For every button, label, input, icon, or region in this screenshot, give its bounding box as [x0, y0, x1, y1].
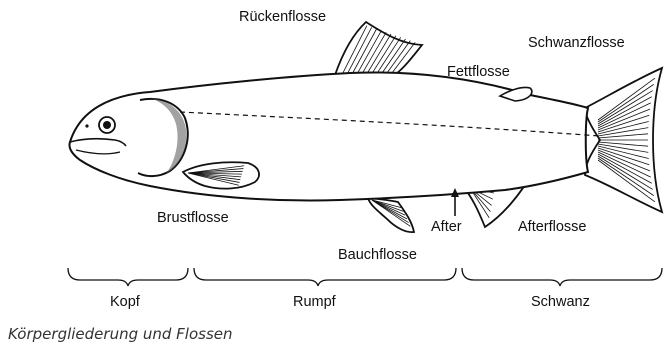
label-pectoral-fin: Brustflosse: [157, 210, 229, 226]
figure-caption: Körpergliederung und Flossen: [8, 325, 233, 343]
caudal-fin: [585, 68, 662, 212]
label-anal-fin: Afterflosse: [518, 219, 587, 235]
nostril: [85, 124, 88, 127]
label-pelvic-fin: Bauchflosse: [338, 247, 417, 263]
section-label-trunk: Rumpf: [293, 294, 337, 310]
dorsal-fin: [335, 22, 422, 75]
pupil: [103, 121, 111, 129]
bracket-trunk: [194, 268, 456, 286]
label-dorsal-fin: Rückenflosse: [239, 9, 326, 25]
label-adipose-fin: Fettflosse: [447, 64, 510, 80]
label-anus: After: [431, 219, 462, 235]
label-caudal-fin: Schwanzflosse: [528, 35, 625, 51]
pelvic-fin: [368, 198, 414, 232]
section-brackets: [68, 268, 662, 286]
bracket-tail: [462, 268, 662, 286]
section-label-tail: Schwanz: [531, 294, 590, 310]
bracket-head: [68, 268, 188, 286]
section-label-head: Kopf: [110, 294, 141, 310]
